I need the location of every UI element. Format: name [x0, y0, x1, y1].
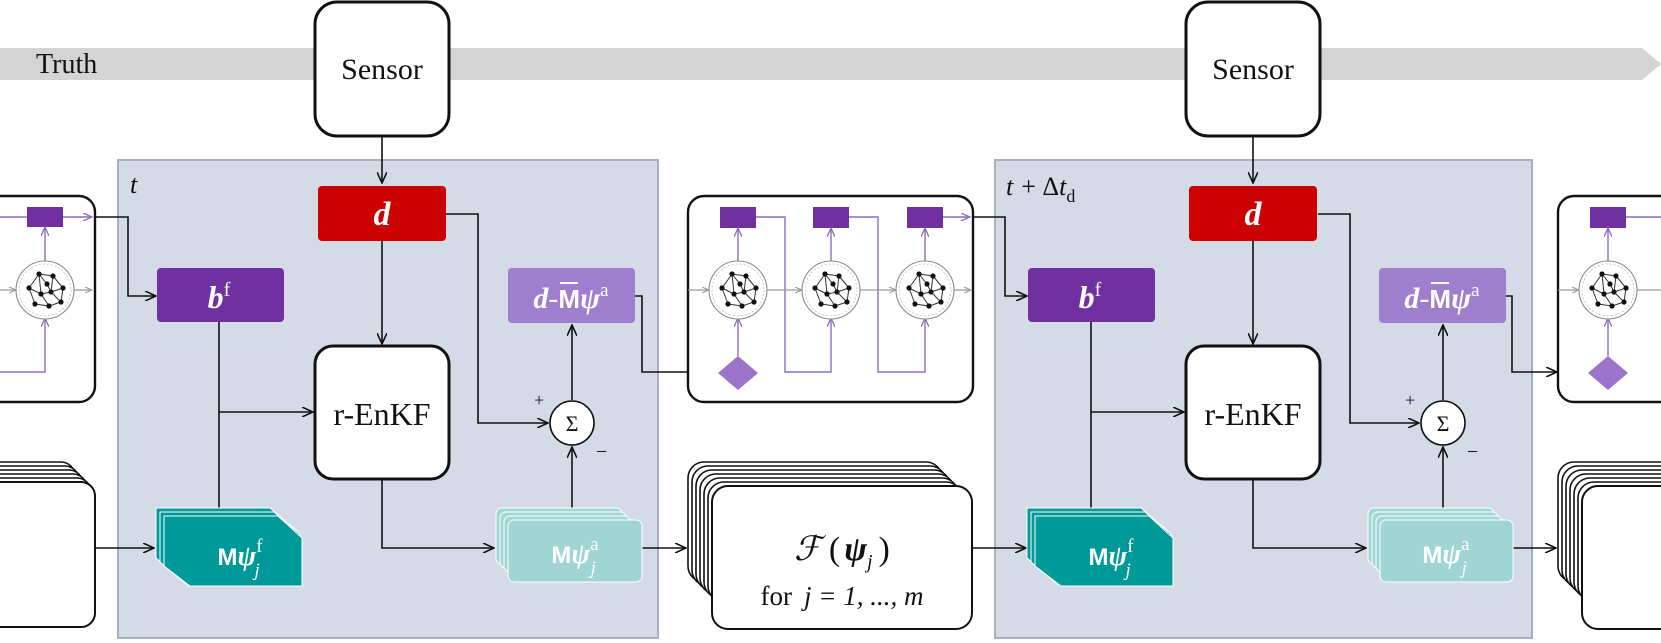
innovation-box: d-Mψa [508, 268, 635, 323]
svg-text:d-Mψa: d-Mψa [1404, 280, 1480, 315]
plus-sign: + [534, 390, 544, 410]
observation-d-box: d [318, 186, 446, 241]
time-label-t: t [130, 170, 138, 199]
background-bf-box: bf [1028, 268, 1155, 322]
time-label-t-next: t+ Δtd [1006, 172, 1075, 206]
sensor-box-2: Sensor [1184, 0, 1322, 138]
minus-sign: − [1467, 441, 1478, 463]
minus-sign: − [596, 441, 607, 463]
svg-text:d-Mψa: d-Mψa [533, 280, 609, 315]
observation-d-box: d [1189, 186, 1317, 241]
neural-network-icon [708, 260, 768, 320]
ensemble-stack-left-partial [0, 461, 96, 628]
nn-output-block [27, 207, 63, 227]
summation-icon [1420, 400, 1466, 446]
neural-network-icon [801, 260, 861, 320]
innovation-box: d-Mψa [1379, 268, 1506, 323]
ensemble-stack-right-partial [1557, 461, 1661, 630]
r-enkf-box: r-EnKF [1184, 344, 1322, 481]
summation-node: Σ + − [534, 390, 607, 463]
truth-band: Truth [0, 48, 1661, 80]
svg-text:r-EnKF: r-EnKF [1204, 396, 1301, 432]
r-enkf-box: r-EnKF [313, 344, 451, 481]
svg-text:d: d [1245, 196, 1263, 233]
svg-text:bf: bf [1079, 279, 1102, 315]
background-bf-box: bf [157, 268, 284, 322]
truth-label: Truth [36, 49, 97, 80]
plus-sign: + [1405, 390, 1415, 410]
svg-text:Σ: Σ [1437, 411, 1450, 436]
svg-text:bf: bf [208, 279, 231, 315]
sensor-label: Sensor [1212, 53, 1294, 86]
sensor-box-1: Sensor [313, 0, 451, 138]
neural-network-icon [1578, 260, 1638, 320]
neural-network-icon [895, 260, 955, 320]
neural-network-icon [15, 260, 75, 320]
diamond-icon [1588, 356, 1628, 390]
diamond-icon [718, 356, 758, 390]
nn-output-block [720, 207, 756, 228]
nn-output-block [1590, 207, 1626, 228]
nn-output-block [907, 207, 943, 228]
sensor-label: Sensor [341, 53, 423, 86]
summation-node: Σ + − [1405, 390, 1478, 463]
svg-text:d: d [374, 196, 392, 233]
svg-text:r-EnKF: r-EnKF [333, 396, 430, 432]
nn-output-block [813, 207, 849, 228]
neural-network-box [686, 194, 975, 404]
neural-network-box-left-partial [0, 194, 97, 404]
neural-network-box-right-partial [1556, 194, 1661, 404]
svg-text:Σ: Σ [566, 411, 579, 436]
summation-icon [549, 400, 595, 446]
